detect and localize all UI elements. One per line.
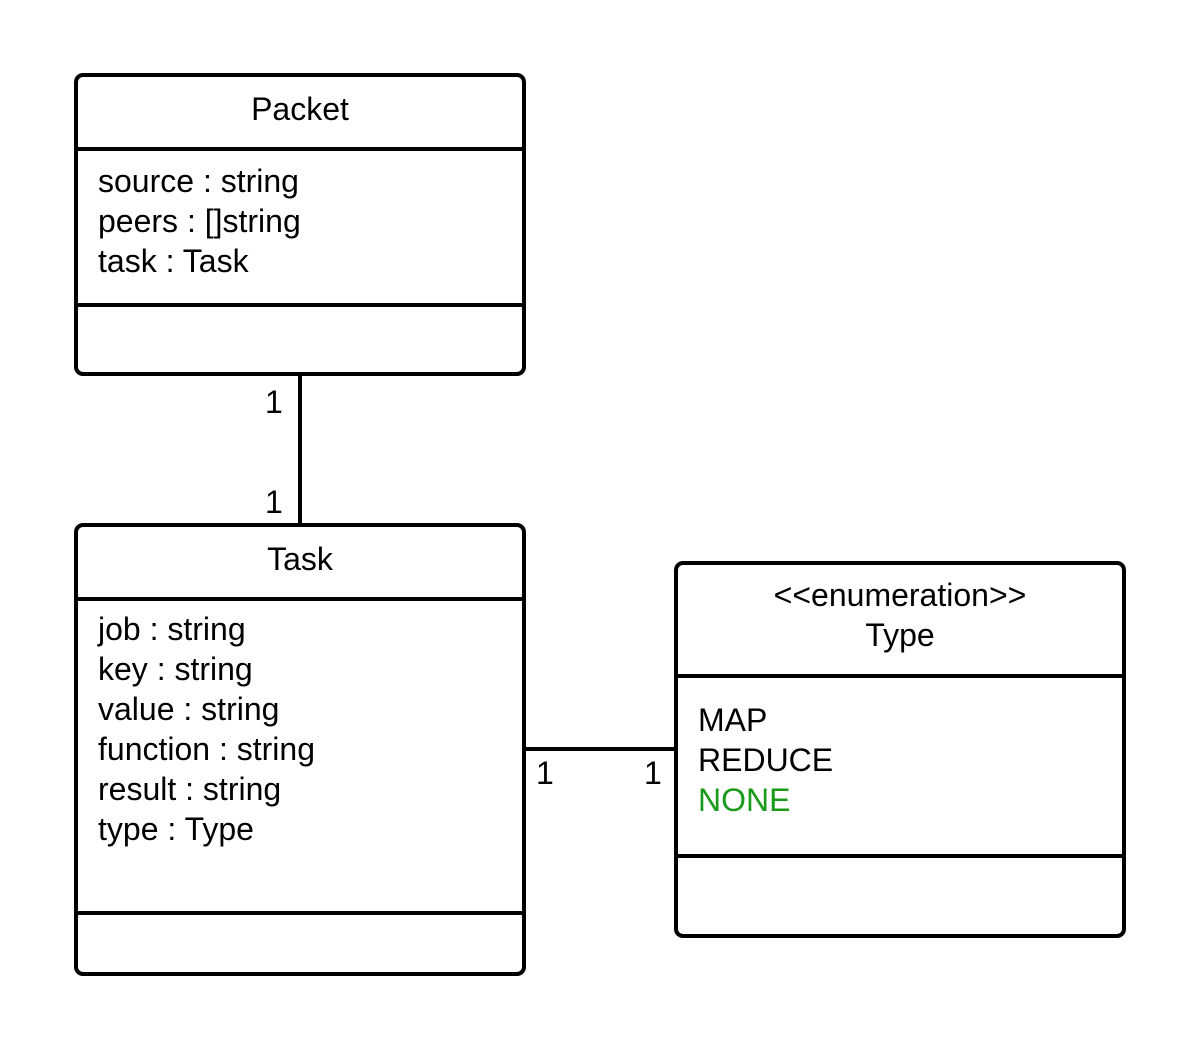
task-attr-key: key : string: [98, 651, 253, 687]
task-attr-type: type : Type: [98, 811, 254, 847]
packet-class-name: Packet: [251, 91, 349, 127]
packet-attr-task: task : Task: [98, 243, 249, 279]
multiplicity-task-end-right: 1: [536, 755, 554, 791]
type-enum-literals: MAP REDUCE NONE: [678, 678, 1122, 858]
task-attr-function: function : string: [98, 731, 315, 767]
packet-attributes: source : string peers : []string task : …: [78, 151, 522, 307]
multiplicity-packet-end: 1: [265, 384, 283, 420]
task-attr-result: result : string: [98, 771, 282, 807]
packet-class-header: Packet: [78, 77, 522, 151]
task-class: Task job : string key : string value : s…: [74, 523, 526, 976]
packet-class: Packet source : string peers : []string …: [74, 73, 526, 376]
enum-stereotype: <<enumeration>>: [773, 577, 1027, 613]
enum-literal-reduce: REDUCE: [698, 742, 834, 778]
type-enumeration: <<enumeration>> Type MAP REDUCE NONE: [674, 561, 1126, 938]
task-attributes: job : string key : string value : string…: [78, 601, 522, 915]
enum-literal-none: NONE: [698, 782, 791, 818]
task-attr-value: value : string: [98, 691, 280, 727]
packet-attr-source: source : string: [98, 163, 299, 199]
type-enum-name: Type: [865, 617, 935, 653]
packet-attr-peers: peers : []string: [98, 203, 301, 239]
task-class-header: Task: [78, 527, 522, 601]
multiplicity-task-end-top: 1: [265, 484, 283, 520]
enum-literal-map: MAP: [698, 702, 768, 738]
task-class-name: Task: [267, 541, 333, 577]
type-enum-header: <<enumeration>> Type: [678, 565, 1122, 678]
multiplicity-type-end: 1: [644, 755, 662, 791]
task-attr-job: job : string: [98, 611, 246, 647]
